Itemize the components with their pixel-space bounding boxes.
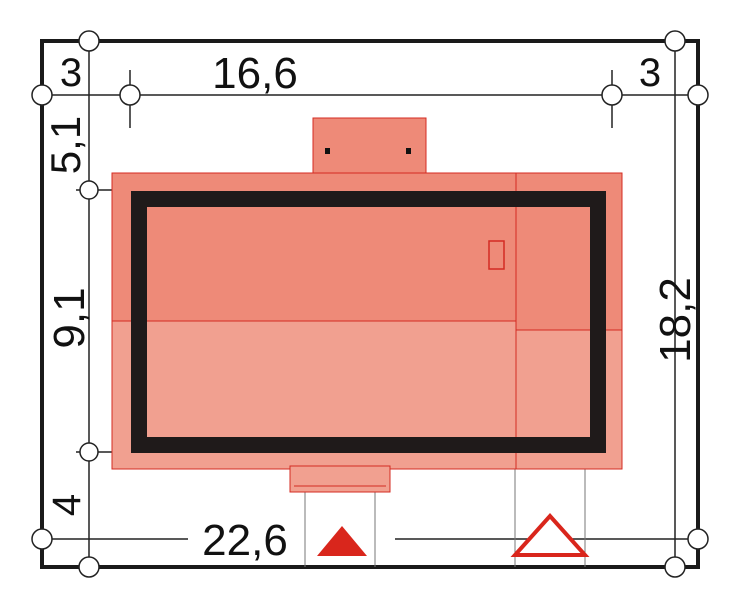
dimension-label-right-total: 18,2 (651, 277, 700, 363)
chimney-outline (488, 240, 505, 270)
building-walls (131, 191, 606, 453)
building-footprint (111, 117, 623, 493)
dimension-label-left-middle: 9,1 (45, 287, 94, 348)
dimension-label-top-left: 3 (60, 51, 82, 95)
filled-triangle-icon (317, 526, 367, 556)
terrace-post-right (406, 148, 411, 154)
dimension-label-top-span: 16,6 (212, 49, 298, 98)
entrance-guide-lines (304, 452, 586, 567)
terrace-top (312, 117, 427, 175)
dimension-label-left-lower: 4 (45, 494, 89, 516)
terrace-post-left (325, 148, 330, 154)
entrance-porch (289, 465, 391, 493)
outline-triangle-icon (510, 513, 590, 557)
dimension-label-left-upper: 5,1 (42, 116, 89, 174)
dimension-label-bottom-total: 22,6 (202, 516, 288, 565)
circle-node-icon (31, 30, 709, 578)
dimension-label-top-right: 3 (639, 51, 661, 95)
